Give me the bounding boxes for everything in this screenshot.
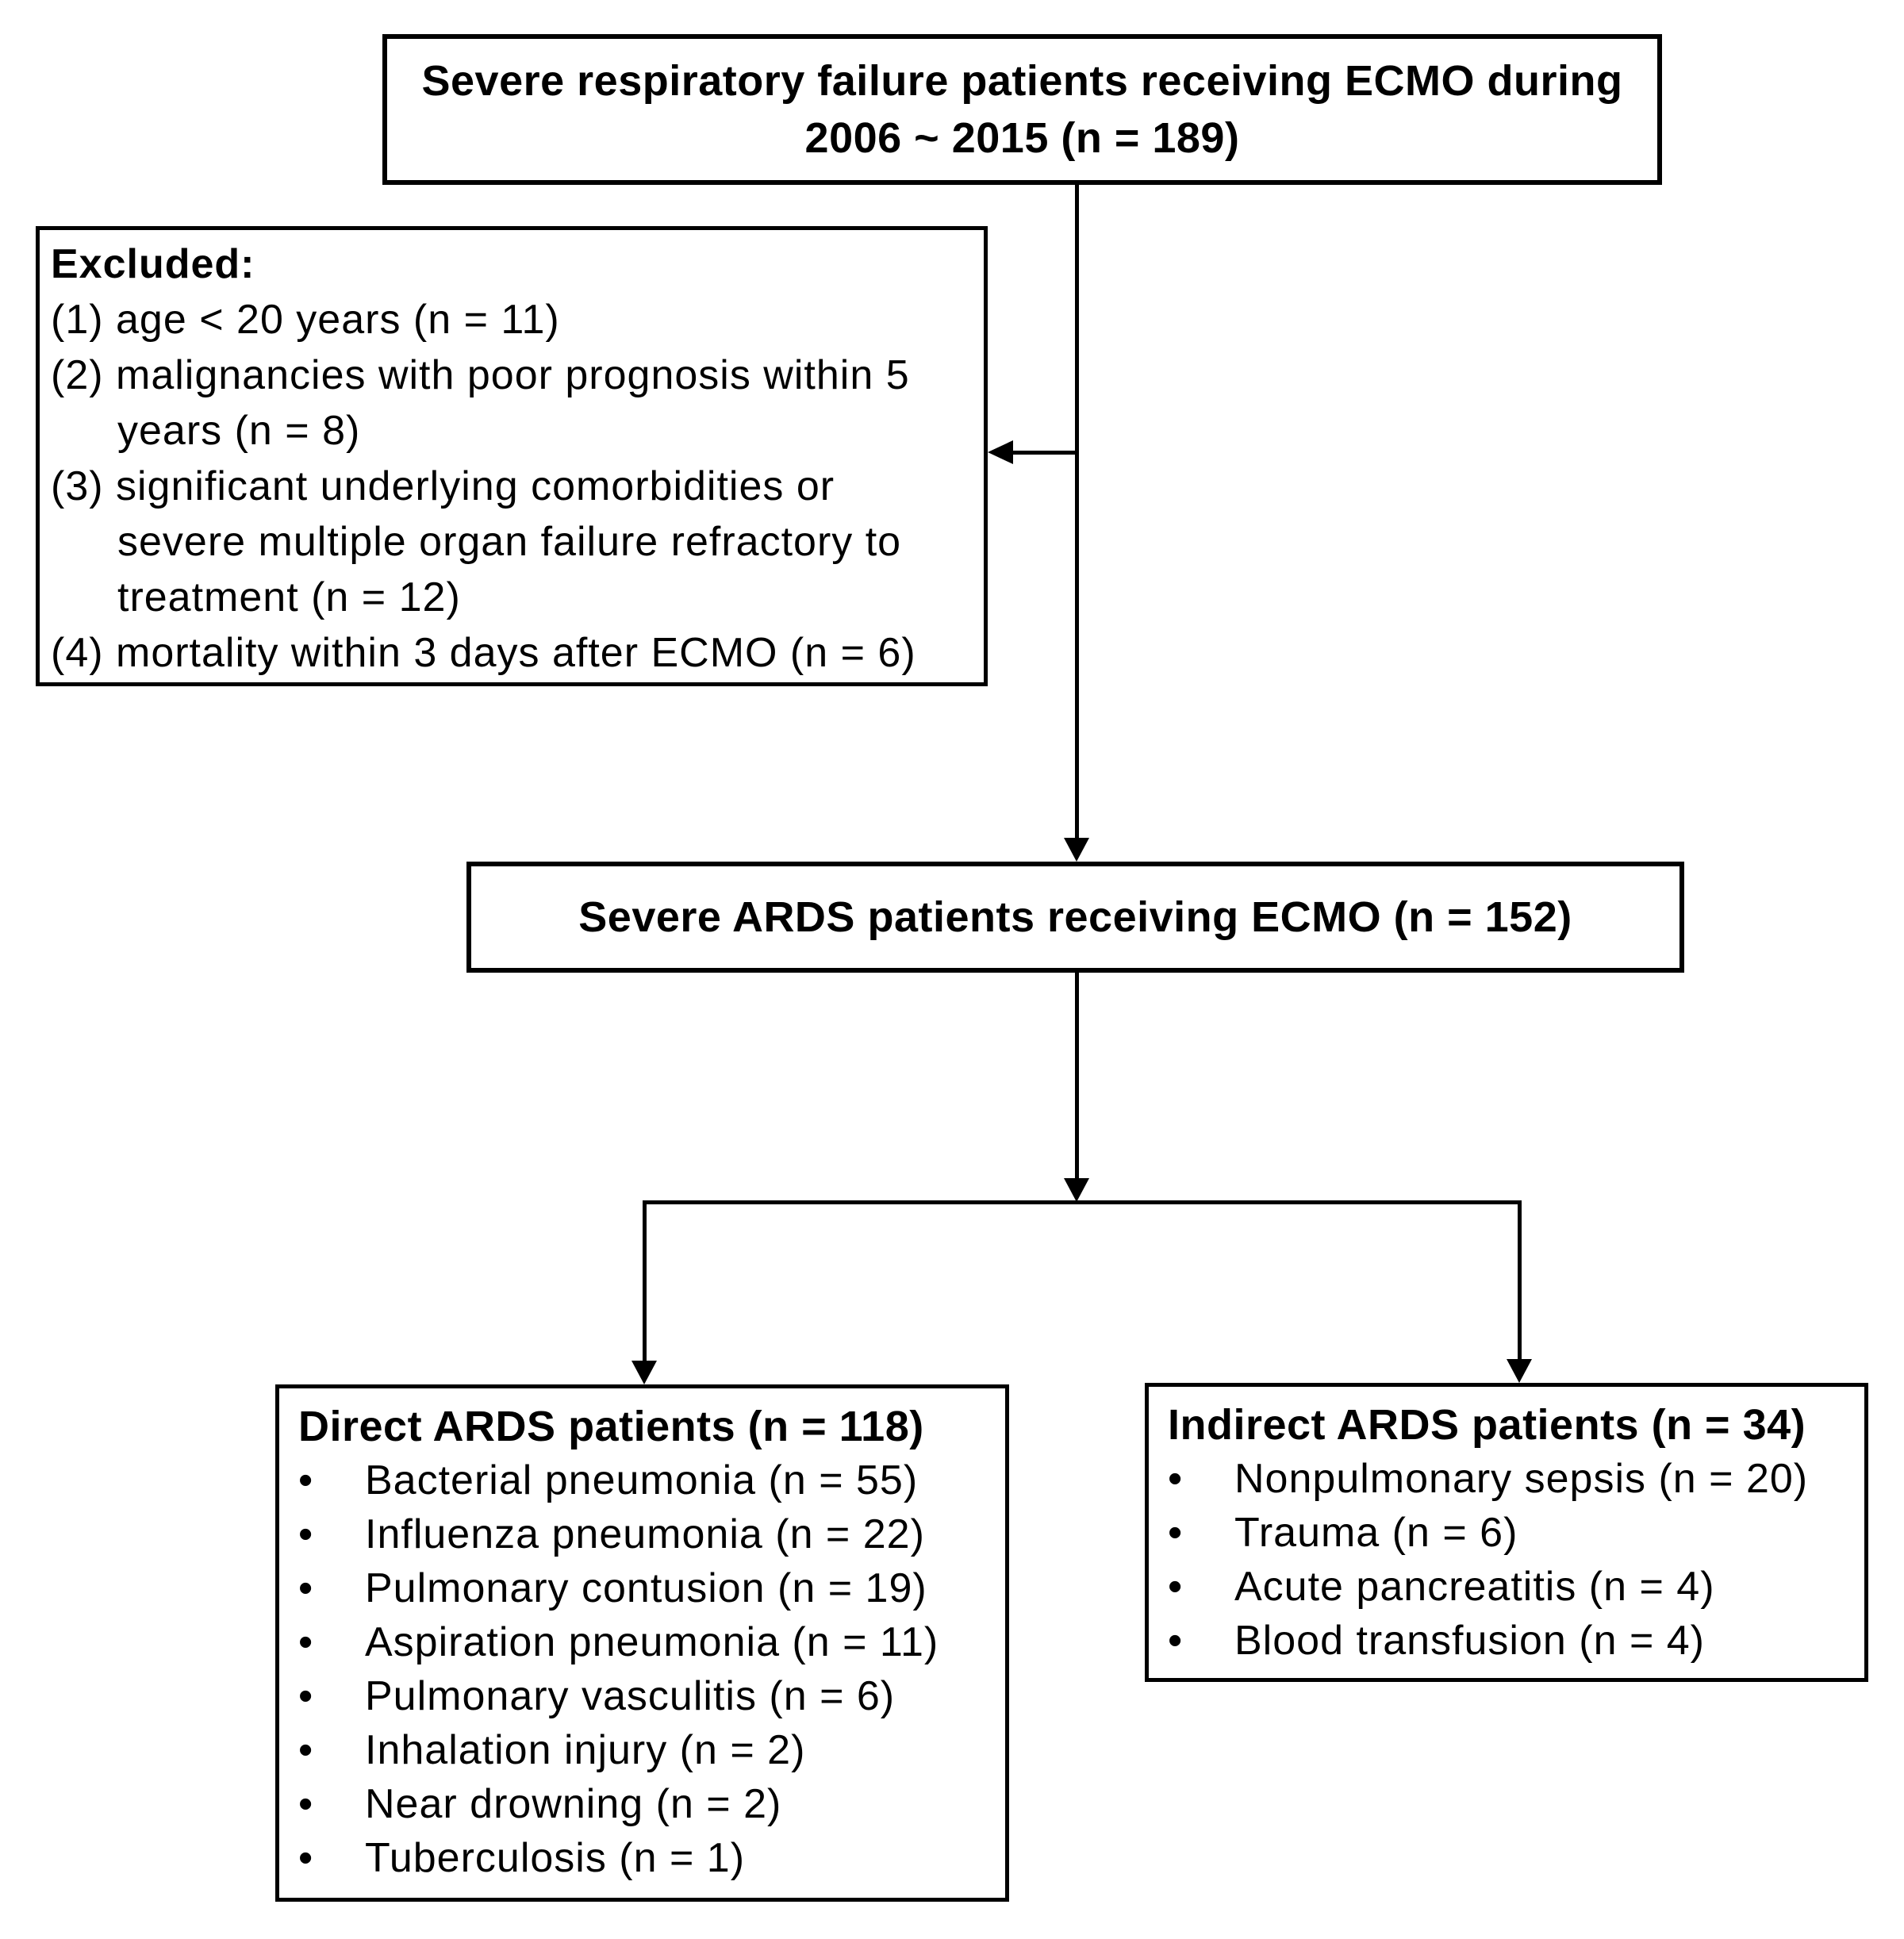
connector-top-to-middle (1075, 185, 1079, 839)
indirect-ards-list: • Nonpulmonary sepsis (n = 20) • Trauma … (1168, 1452, 1856, 1668)
direct-ards-list: • Bacterial pneumonia (n = 55) • Influen… (298, 1453, 997, 1885)
list-item-text: Acute pancreatitis (n = 4) (1234, 1564, 1715, 1610)
list-item-text: Influenza pneumonia (n = 22) (365, 1511, 925, 1557)
bullet-icon: • (1168, 1618, 1184, 1664)
list-item-text: Tuberculosis (n = 1) (365, 1835, 746, 1881)
branch-horizontal-line (645, 1200, 1522, 1204)
list-item: • Bacterial pneumonia (n = 55) (298, 1453, 997, 1507)
excluded-item: (1) age < 20 years (n = 11) (51, 297, 560, 343)
list-item-text: Blood transfusion (n = 4) (1234, 1618, 1705, 1664)
list-item: • Blood transfusion (n = 4) (1168, 1614, 1856, 1668)
bullet-icon: • (1168, 1456, 1184, 1502)
excluded-item: (4) mortality within 3 days after ECMO (… (51, 630, 916, 676)
excluded-list: (1) age < 20 years (n = 11) (2) malignan… (51, 292, 955, 681)
connector-branch-to-direct (643, 1200, 647, 1362)
arrowhead-down-direct-icon (631, 1361, 657, 1384)
list-item-text: Near drowning (n = 2) (365, 1781, 782, 1827)
bullet-icon: • (298, 1511, 314, 1557)
bullet-icon: • (298, 1565, 314, 1611)
arrowhead-down-branch-icon (1064, 1178, 1089, 1202)
list-item: • Near drowning (n = 2) (298, 1777, 997, 1831)
excluded-item: (3) significant underlying comorbidities… (51, 463, 902, 620)
list-item-text: Pulmonary vasculitis (n = 6) (365, 1673, 896, 1719)
excluded-box: Excluded: (1) age < 20 years (n = 11) (2… (36, 226, 988, 686)
bullet-icon: • (298, 1619, 314, 1665)
excluded-title: Excluded: (51, 241, 255, 287)
list-item: • Inhalation injury (n = 2) (298, 1723, 997, 1777)
bullet-icon: • (298, 1457, 314, 1503)
list-item-text: Pulmonary contusion (n = 19) (365, 1565, 927, 1611)
bullet-icon: • (298, 1727, 314, 1773)
list-item: • Influenza pneumonia (n = 22) (298, 1507, 997, 1561)
bullet-icon: • (298, 1835, 314, 1881)
middle-box: Severe ARDS patients receiving ECMO (n =… (466, 862, 1684, 973)
arrowhead-left-excluded-icon (988, 440, 1013, 464)
excluded-item: (2) malignancies with poor prognosis wit… (51, 352, 910, 454)
list-item: • Aspiration pneumonia (n = 11) (298, 1615, 997, 1669)
list-item-text: Trauma (n = 6) (1234, 1510, 1518, 1556)
list-item: • Tuberculosis (n = 1) (298, 1831, 997, 1885)
list-item: • Acute pancreatitis (n = 4) (1168, 1560, 1856, 1614)
list-item-text: Bacterial pneumonia (n = 55) (365, 1457, 919, 1503)
bullet-icon: • (1168, 1510, 1184, 1556)
middle-box-text: Severe ARDS patients receiving ECMO (n =… (578, 893, 1572, 941)
list-item: • Pulmonary contusion (n = 19) (298, 1561, 997, 1615)
indirect-ards-title: Indirect ARDS patients (n = 34) (1168, 1401, 1806, 1449)
list-item: • Trauma (n = 6) (1168, 1506, 1856, 1560)
direct-ards-title: Direct ARDS patients (n = 118) (298, 1403, 924, 1450)
list-item: • Pulmonary vasculitis (n = 6) (298, 1669, 997, 1723)
top-box: Severe respiratory failure patients rece… (382, 34, 1662, 185)
list-item-text: Aspiration pneumonia (n = 11) (365, 1619, 939, 1665)
bullet-icon: • (1168, 1564, 1184, 1610)
list-item-text: Nonpulmonary sepsis (n = 20) (1234, 1456, 1809, 1502)
top-box-text-line1: Severe respiratory failure patients rece… (421, 57, 1623, 105)
arrowhead-down-indirect-icon (1507, 1359, 1532, 1383)
indirect-ards-box: Indirect ARDS patients (n = 34) • Nonpul… (1145, 1383, 1868, 1682)
connector-to-excluded (1012, 451, 1077, 455)
connector-branch-to-indirect (1518, 1200, 1522, 1361)
list-item-text: Inhalation injury (n = 2) (365, 1727, 806, 1773)
list-item: • Nonpulmonary sepsis (n = 20) (1168, 1452, 1856, 1506)
bullet-icon: • (298, 1781, 314, 1827)
arrowhead-down-middle-icon (1064, 838, 1089, 862)
direct-ards-box: Direct ARDS patients (n = 118) • Bacteri… (275, 1384, 1009, 1902)
connector-middle-to-branch (1075, 973, 1079, 1178)
bullet-icon: • (298, 1673, 314, 1719)
top-box-text-line2: 2006 ~ 2015 (n = 189) (804, 114, 1240, 162)
